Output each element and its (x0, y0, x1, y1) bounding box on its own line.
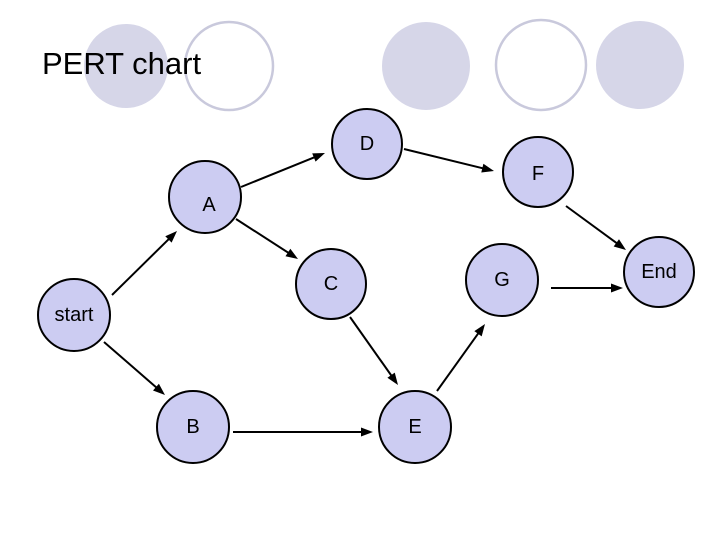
node-label: G (494, 268, 510, 291)
arrowhead-icon (152, 383, 165, 395)
arrow-E-to-G (436, 324, 485, 392)
decorative-circle-outlined (494, 18, 588, 112)
node-start[interactable]: start (37, 278, 111, 352)
arrow-B-to-E (233, 427, 373, 437)
decorative-circle-outlined (183, 20, 275, 112)
arrow-C-to-E (349, 316, 398, 385)
arrowhead-icon (474, 324, 485, 337)
node-End[interactable]: End (623, 236, 695, 308)
node-C[interactable]: C (295, 248, 367, 320)
arrowhead-icon (481, 163, 494, 173)
node-label: start (54, 303, 94, 326)
decorative-circle-filled (382, 22, 470, 110)
node-label: C (323, 272, 339, 295)
node-D[interactable]: D (331, 108, 403, 180)
node-A[interactable]: A (168, 160, 242, 234)
decorative-circle-filled (84, 24, 168, 108)
arrowhead-icon (165, 231, 177, 243)
slide-title: PERT chart (42, 46, 202, 81)
arrowhead-icon (361, 427, 373, 437)
arrowhead-icon (285, 248, 298, 259)
arrowhead-icon (312, 153, 325, 162)
arrow-D-to-F (403, 148, 494, 173)
node-label: A (202, 193, 216, 216)
node-label: D (359, 132, 375, 155)
node-label: E (408, 415, 422, 438)
arrow-start-to-A (111, 231, 177, 296)
node-label: End (641, 260, 677, 283)
arrow-A-to-D (240, 153, 325, 188)
node-B[interactable]: B (156, 390, 230, 464)
node-label: B (186, 415, 200, 438)
node-G[interactable]: G (465, 243, 539, 317)
arrow-F-to-End (565, 205, 626, 250)
arrowhead-icon (611, 283, 623, 293)
arrow-G-to-End (551, 283, 623, 293)
node-F[interactable]: F (502, 136, 574, 208)
arrowhead-icon (613, 239, 626, 250)
decorative-circle-filled (596, 21, 684, 109)
node-label: F (531, 162, 545, 185)
arrow-start-to-B (103, 341, 165, 395)
arrow-A-to-C (235, 218, 298, 259)
arrowhead-icon (387, 372, 398, 385)
node-E[interactable]: E (378, 390, 452, 464)
